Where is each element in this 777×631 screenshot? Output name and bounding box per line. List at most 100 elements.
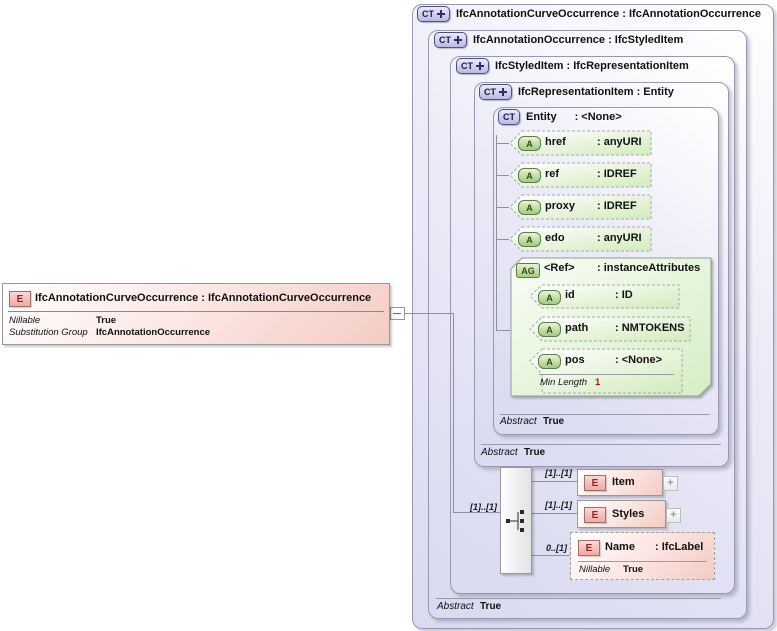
attribute-edo[interactable]: A edo : anyURI (509, 226, 653, 253)
attribute-group-name: <Ref> (544, 262, 575, 274)
attribute-proxy[interactable]: A proxy : IDREF (509, 194, 653, 221)
divider (578, 561, 707, 562)
entity-name: Entity (526, 111, 557, 123)
attribute-tree-line (496, 135, 497, 330)
complextype-plus-icon[interactable]: CT (456, 58, 489, 74)
abstract-label-representationitem: Abstract (481, 447, 518, 458)
attribute-name: id (565, 289, 575, 301)
entity-base-type: : <None> (574, 111, 622, 123)
model-group-box[interactable] (500, 467, 532, 574)
abstract-value-representationitem: True (524, 447, 546, 458)
nillable-value: True (96, 315, 117, 326)
abstract-label-entity: Abstract (500, 416, 537, 427)
attribute-stub-line (496, 175, 509, 176)
element-item-box[interactable]: E Item (577, 469, 663, 496)
expand-styles-button[interactable]: + (666, 508, 681, 523)
complextype-plus-icon[interactable]: CT (479, 84, 512, 100)
plus-glyph-icon (454, 36, 462, 44)
nillable-label: Nillable (579, 564, 611, 575)
child-connector-line (530, 513, 577, 514)
cardinality-styles: [1]..[1] (545, 500, 572, 510)
attribute-stub-line (496, 239, 509, 240)
plus-glyph-icon (476, 62, 484, 70)
attribute-id[interactable]: A id : ID (529, 284, 681, 310)
attribute-type: : IDREF (597, 200, 637, 212)
attribute-name: edo (545, 232, 565, 244)
attribute-type: : NMTOKENS (615, 322, 685, 334)
element-name: Styles (612, 508, 645, 520)
connector-line (453, 512, 500, 513)
ct-header-3: CT IfcStyledItem : IfcRepresentationItem (456, 58, 689, 74)
ct-title-2: IfcAnnotationOccurrence : IfcStyledItem (473, 34, 684, 46)
substitution-group-label: Substitution Group (9, 327, 88, 338)
attribute-type: : anyURI (597, 232, 642, 244)
abstract-label-annotationoccurrence: Abstract (437, 601, 474, 612)
element-name: Item (612, 476, 635, 488)
element-icon: E (9, 291, 31, 307)
element-declaration-title: IfcAnnotationCurveOccurrence : IfcAnnota… (35, 292, 372, 304)
ct-header-entity: CT Entity : <None> (498, 109, 622, 125)
attribute-type: : <None> (615, 354, 663, 366)
expand-item-button[interactable]: + (663, 476, 678, 491)
expand-glyph: + (670, 509, 677, 521)
element-styles-box[interactable]: E Styles (577, 500, 666, 528)
attribute-name: pos (565, 354, 585, 366)
divider (8, 311, 384, 312)
attribute-icon: A (518, 200, 541, 215)
cardinality-name: 0..[1] (546, 543, 568, 553)
cardinality-item: [1]..[1] (545, 468, 572, 478)
complextype-icon[interactable]: CT (498, 109, 520, 125)
attribute-ref[interactable]: A ref : IDREF (509, 162, 653, 189)
ct-title-4: IfcRepresentationItem : Entity (518, 86, 674, 98)
model-group-icon (506, 510, 524, 532)
plus-glyph-icon (499, 88, 507, 96)
element-name-box[interactable]: E Name : IfcLabel Nillable True (570, 532, 715, 580)
child-connector-line (530, 555, 570, 556)
attribute-icon: A (538, 322, 561, 337)
ct-icon-label: CT (484, 87, 496, 97)
ct-icon-label: CT (461, 61, 473, 71)
attribute-icon: A (518, 168, 541, 183)
facet-divider (539, 374, 674, 375)
ct-header-2: CT IfcAnnotationOccurrence : IfcStyledIt… (434, 32, 683, 48)
attribute-stub-line (496, 143, 509, 144)
attribute-pos[interactable]: A pos : <None> Min Length 1 (529, 348, 684, 395)
attribute-type: : anyURI (597, 136, 642, 148)
collapse-toggle-button[interactable] (390, 307, 405, 320)
complextype-plus-icon[interactable]: CT (434, 32, 467, 48)
attribute-group-icon: AG (516, 263, 540, 278)
attribute-name: path (565, 322, 589, 334)
attribute-icon: A (518, 136, 541, 151)
expand-glyph: + (667, 477, 674, 489)
plus-glyph-icon (437, 10, 445, 18)
attribute-path[interactable]: A path : NMTOKENS (529, 316, 692, 343)
footer-rule (436, 598, 721, 599)
child-connector-line (530, 481, 577, 482)
footer-rule (481, 444, 721, 445)
element-icon: E (584, 475, 606, 491)
attribute-href[interactable]: A href : anyURI (509, 130, 653, 157)
abstract-value-annotationoccurrence: True (480, 601, 502, 612)
ct-header-1: CT IfcAnnotationCurveOccurrence : IfcAnn… (417, 6, 761, 22)
element-type: : IfcLabel (655, 541, 704, 553)
attribute-stub-line (496, 330, 510, 331)
abstract-value-entity: True (543, 416, 565, 427)
footer-rule (500, 414, 710, 415)
ct-title-1: IfcAnnotationCurveOccurrence : IfcAnnota… (456, 8, 761, 20)
attribute-name: href (545, 136, 566, 148)
element-name: Name (605, 541, 635, 553)
ct-icon-label: CT (439, 35, 451, 45)
element-declaration-box[interactable]: E IfcAnnotationCurveOccurrence : IfcAnno… (2, 283, 390, 345)
attribute-icon: A (538, 290, 561, 305)
nillable-label: Nillable (9, 315, 41, 326)
ct-icon-label: CT (503, 112, 515, 122)
attribute-icon: A (518, 232, 541, 247)
attribute-name: ref (545, 168, 560, 180)
attribute-name: proxy (545, 200, 575, 212)
ct-icon-label: CT (422, 9, 434, 19)
complextype-plus-icon[interactable]: CT (417, 6, 450, 22)
attribute-type: : ID (615, 289, 633, 301)
element-icon: E (584, 507, 606, 523)
element-icon: E (578, 540, 600, 556)
